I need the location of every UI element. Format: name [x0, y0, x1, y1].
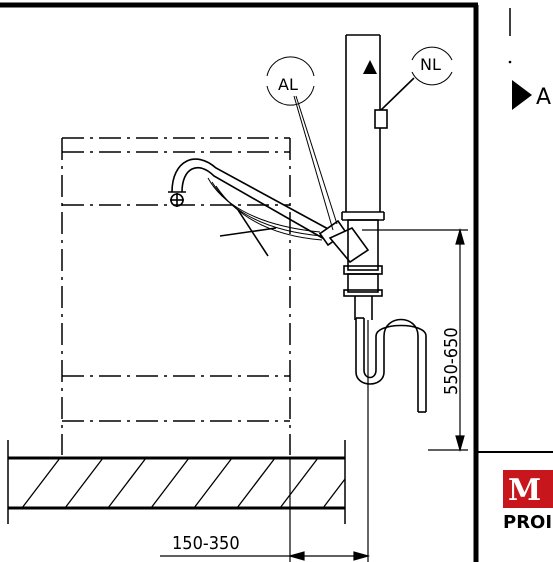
sidebar-marker-letter: A: [536, 85, 551, 110]
nl-callout: NL: [411, 46, 453, 86]
al-leader-line: [293, 95, 334, 231]
logo-text: PROI: [503, 512, 552, 533]
non-return-fitting: [374, 77, 415, 129]
al-callout: AL: [266, 56, 315, 106]
brand-logo: M PROI: [503, 470, 553, 533]
logo-mark-background: [503, 470, 553, 508]
horizontal-dimension: [160, 320, 371, 562]
al-label: AL: [278, 75, 298, 94]
vertical-pipe: [341, 34, 427, 413]
play-marker-icon: [512, 80, 532, 110]
sidebar-fragment: A: [508, 8, 551, 110]
flow-arrow-icon: [363, 60, 377, 74]
floor-slab: [7, 440, 346, 524]
cabinet-outline: [61, 137, 291, 455]
height-dimension: [362, 227, 468, 453]
angled-connector: [318, 219, 370, 264]
horizontal-range-label: 150-350: [172, 533, 240, 554]
nl-label: NL: [420, 55, 441, 74]
drawing-frame: [0, 2, 479, 562]
height-range-label: 550-650: [441, 327, 462, 395]
faucet: [168, 158, 331, 257]
logo-mark: M: [508, 473, 541, 508]
